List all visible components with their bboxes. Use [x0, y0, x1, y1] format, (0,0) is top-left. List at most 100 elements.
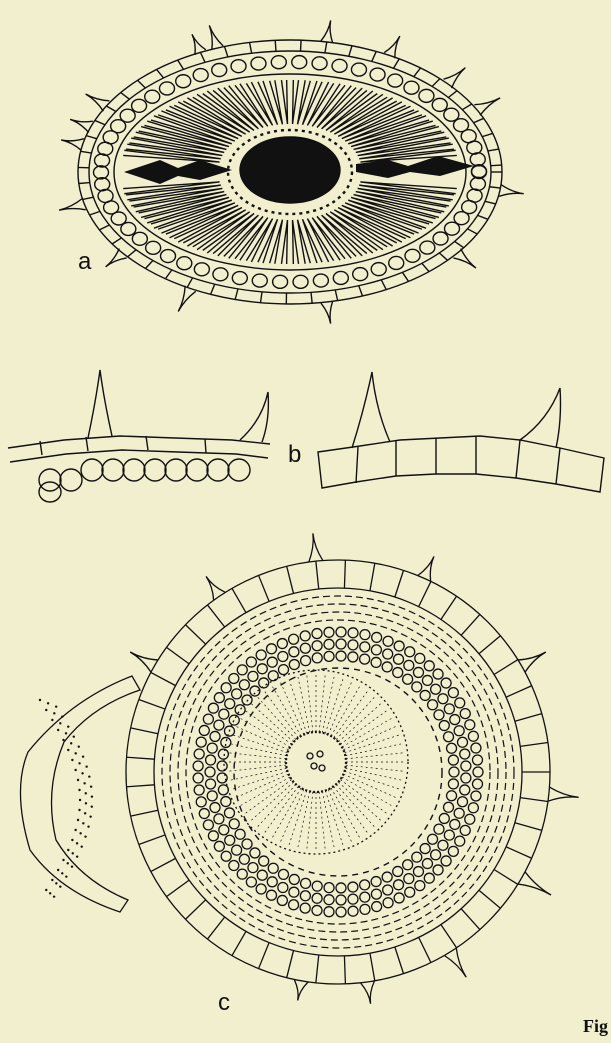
cortex-round-cell	[165, 459, 187, 481]
cortex-round-cell	[371, 889, 381, 899]
trichome-hair	[106, 249, 127, 267]
cortex-round-cell	[394, 654, 404, 664]
cortex-round-cell	[465, 814, 475, 824]
cortex-round-cell	[336, 883, 346, 893]
cortex-round-cell	[193, 761, 203, 771]
cortex-round-cell	[273, 275, 288, 288]
cortex-round-cell	[95, 154, 110, 167]
inner-epidermis-outline	[154, 588, 522, 956]
cortex-round-cell	[460, 785, 470, 795]
epidermis-cell-wall	[419, 581, 431, 606]
trichome-hair	[520, 388, 561, 448]
cortex-round-cell	[470, 153, 485, 166]
xylem-radial-row	[263, 689, 298, 738]
epidermis-cell-wall	[128, 250, 136, 257]
epidermis-cell-wall	[359, 286, 363, 296]
cortex-round-cell	[336, 651, 346, 661]
figure-caption: Fig	[583, 1016, 608, 1037]
cortex-round-cell	[467, 141, 482, 154]
strip-cell-wall	[516, 440, 520, 478]
flap-stipple	[78, 789, 80, 791]
cortex-round-cell	[144, 459, 166, 481]
attached-flap-outline	[20, 676, 140, 912]
cortex-round-cell	[422, 859, 432, 869]
cortex-round-cell	[471, 791, 481, 801]
trichome-hair	[309, 533, 323, 562]
cortex-round-cell	[455, 698, 465, 708]
trichome-hair	[453, 249, 476, 269]
flap-stipple	[45, 889, 47, 891]
cortex-round-cell	[360, 630, 370, 640]
cortex-round-cell	[324, 651, 334, 661]
flap-stipple	[84, 812, 86, 814]
cortex-round-cell	[448, 846, 458, 856]
central-vascular-mass	[240, 137, 340, 203]
cortex-round-cell	[454, 808, 464, 818]
cortex-round-cell	[132, 232, 147, 245]
pith-dotted-ring	[286, 732, 346, 792]
flap-stipple	[45, 709, 47, 711]
epidermis-cell-wall	[131, 810, 158, 816]
cortex-round-cell	[360, 642, 370, 652]
flap-stipple	[74, 829, 76, 831]
epidermis-cell-wall	[287, 951, 294, 978]
cortex-round-cell	[370, 68, 385, 81]
cortex-round-cell	[448, 688, 458, 698]
cortex-round-cell	[252, 274, 267, 287]
cortex-round-cell	[199, 725, 209, 735]
cortex-round-cell	[360, 880, 370, 890]
xylem-radial-row	[346, 753, 406, 759]
epidermis-cell-wall	[260, 292, 262, 303]
cortex-round-cell	[405, 887, 415, 897]
flap-stipple	[71, 865, 73, 867]
flap-stipple	[65, 875, 67, 877]
cortex-round-cell	[228, 459, 250, 481]
cortex-round-cell	[212, 64, 227, 77]
cortex-round-cell	[145, 90, 160, 103]
flap-stipple	[85, 765, 87, 767]
flap-stipple	[89, 815, 91, 817]
cortex-round-cell	[460, 709, 470, 719]
xylem-radial-row	[345, 771, 402, 790]
cortex-round-cell	[472, 779, 482, 789]
cortex-round-cell	[312, 881, 322, 891]
cortex-round-cell	[389, 256, 404, 269]
cortex-round-cell	[445, 222, 460, 235]
cortex-round-cell	[360, 654, 370, 664]
cortex-round-cell	[434, 824, 444, 834]
epidermis-cell-wall	[316, 561, 319, 589]
strip-cell-wall	[556, 448, 560, 484]
cortex-round-cell	[348, 652, 358, 662]
xylem-radial-row	[325, 791, 344, 848]
epidermis-cell-wall	[287, 566, 294, 593]
epidermis-cell-wall	[344, 560, 345, 588]
epidermis-cell-wall	[439, 253, 447, 260]
cortex-round-cell	[444, 732, 454, 742]
xylem-radial-row	[243, 709, 292, 744]
cortex-round-cell	[371, 645, 381, 655]
cortex-round-cell	[460, 825, 470, 835]
cortex-round-cell	[405, 249, 420, 262]
cortex-round-cell	[278, 651, 288, 661]
xylem-radial-row	[346, 765, 406, 771]
epidermis-cell-wall	[301, 40, 302, 51]
cortex-round-cell	[248, 863, 258, 873]
strip-cell-wall	[205, 439, 206, 453]
cortex-round-cell	[232, 845, 242, 855]
epidermis-cell-wall	[165, 270, 171, 279]
left-dark-wedge	[124, 160, 232, 184]
cortex-round-cell	[438, 694, 448, 704]
epidermis-cell-wall	[121, 93, 130, 100]
flap-stipple	[82, 755, 84, 757]
trichome-hair	[474, 98, 500, 116]
cortex-round-cell	[268, 671, 278, 681]
cortex-round-cell	[433, 232, 448, 245]
cortex-round-cell	[300, 903, 310, 913]
cortex-round-cell	[257, 870, 267, 880]
cortex-round-cell	[194, 785, 204, 795]
figure-c-round-section	[20, 533, 578, 1003]
epidermis-cell-wall	[325, 42, 327, 53]
figure-b-epidermis-detail	[8, 370, 604, 502]
epidermis-cell-wall	[506, 847, 532, 858]
